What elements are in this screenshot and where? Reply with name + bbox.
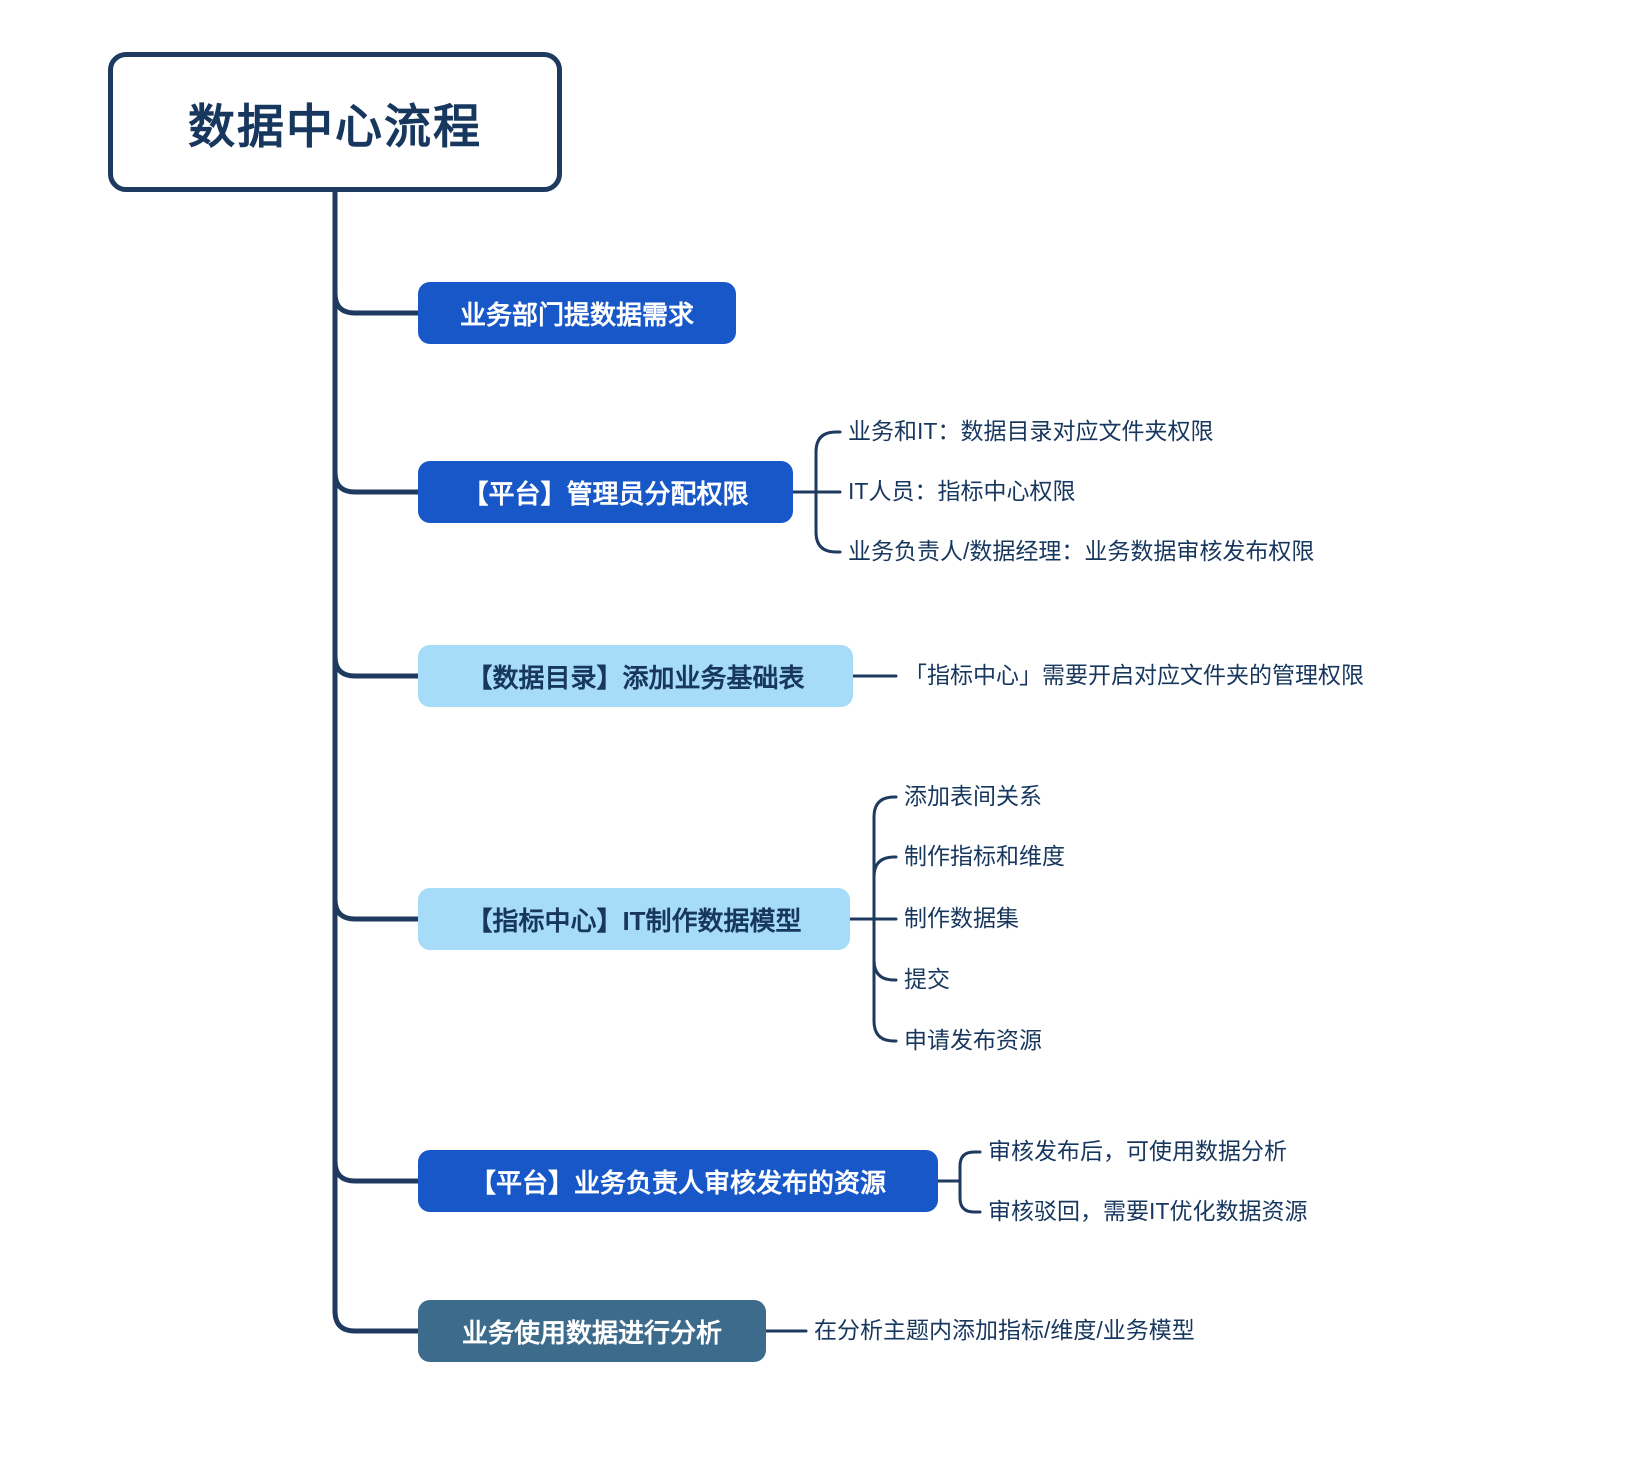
- root-topic-node[interactable]: 数据中心流程: [108, 52, 562, 192]
- child-topic-label[interactable]: 制作数据集: [904, 905, 1019, 932]
- child-topic-label[interactable]: 审核发布后，可使用数据分析: [988, 1138, 1287, 1165]
- topic-label: 业务部门提数据需求: [459, 299, 694, 330]
- topic-label: 【平台】业务负责人审核发布的资源: [469, 1167, 886, 1198]
- child-topic-label[interactable]: 申请发布资源: [904, 1027, 1042, 1054]
- topic-node-business-analysis[interactable]: 业务使用数据进行分析: [418, 1300, 766, 1362]
- topic-label: 业务使用数据进行分析: [461, 1317, 722, 1348]
- topic-label: 【数据目录】添加业务基础表: [466, 662, 805, 693]
- root-topic-label: 数据中心流程: [188, 99, 482, 153]
- child-topic-label[interactable]: 业务和IT：数据目录对应文件夹权限: [848, 418, 1214, 445]
- child-topic-label[interactable]: 在分析主题内添加指标/维度/业务模型: [814, 1317, 1195, 1344]
- child-topic-label[interactable]: 业务负责人/数据经理：业务数据审核发布权限: [848, 538, 1315, 565]
- child-topic-label[interactable]: 「指标中心」需要开启对应文件夹的管理权限: [904, 662, 1364, 689]
- topic-node-admin-permission[interactable]: 【平台】管理员分配权限: [418, 461, 793, 523]
- topic-label: 【指标中心】IT制作数据模型: [466, 905, 802, 936]
- topic-node-business-demand[interactable]: 业务部门提数据需求: [418, 282, 736, 344]
- topic-node-review-publish[interactable]: 【平台】业务负责人审核发布的资源: [418, 1150, 938, 1212]
- child-topic-label[interactable]: 提交: [904, 966, 950, 993]
- topic-node-data-catalog[interactable]: 【数据目录】添加业务基础表: [418, 645, 853, 707]
- child-topic-label[interactable]: 添加表间关系: [904, 783, 1042, 810]
- child-topic-label[interactable]: 制作指标和维度: [904, 843, 1065, 870]
- topic-node-metric-center[interactable]: 【指标中心】IT制作数据模型: [418, 888, 850, 950]
- topic-label: 【平台】管理员分配权限: [462, 478, 749, 509]
- child-topic-label[interactable]: IT人员：指标中心权限: [848, 478, 1076, 505]
- child-topic-label[interactable]: 审核驳回，需要IT优化数据资源: [988, 1198, 1308, 1225]
